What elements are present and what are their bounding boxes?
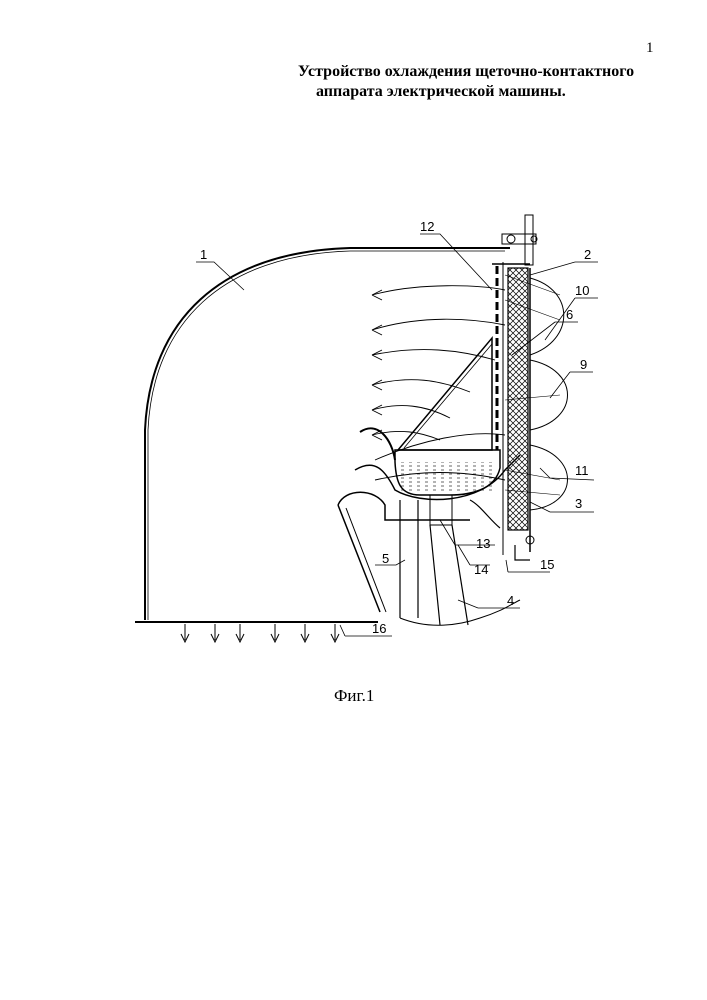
leader-lines (196, 234, 598, 636)
label-11: 11 (575, 463, 589, 478)
figure-caption: Фиг.1 (334, 686, 374, 706)
label-12: 12 (420, 219, 434, 234)
label-9: 9 (580, 357, 587, 372)
label-6: 6 (566, 307, 573, 322)
bulge-10 (530, 278, 564, 355)
bulge-11 (530, 445, 568, 510)
label-5: 5 (382, 551, 389, 566)
label-16: 16 (372, 621, 386, 636)
label-15: 15 (540, 557, 554, 572)
label-14: 14 (474, 562, 488, 577)
label-1: 1 (200, 247, 207, 262)
label-4: 4 (507, 593, 514, 608)
label-10: 10 (575, 283, 589, 298)
label-3: 3 (575, 496, 582, 511)
part-labels: 1 2 3 4 5 6 9 10 11 12 13 14 15 16 (200, 219, 591, 636)
triangle-fin (398, 338, 492, 450)
bulge-9 (530, 360, 568, 430)
housing-shell (145, 248, 510, 620)
label-13: 13 (476, 536, 490, 551)
outflow-arrows (181, 624, 339, 642)
label-2: 2 (584, 247, 591, 262)
